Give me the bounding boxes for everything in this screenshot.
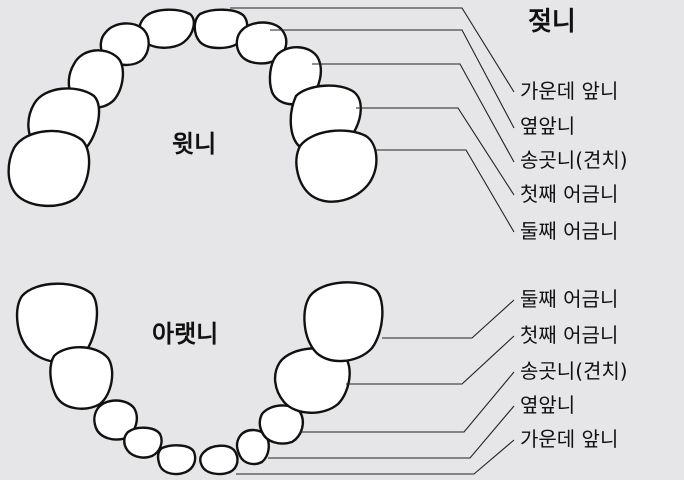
lower-tooth-label: 가운데 앞니: [520, 427, 618, 451]
lower-tooth-label: 옆앞니: [520, 393, 575, 417]
lower-arch: [15, 281, 384, 476]
lower-right-central-incisor: [199, 444, 239, 476]
leader-upper-central-incisor: [230, 7, 515, 93]
lower-leader-lines: [236, 299, 515, 475]
leader-upper-lateral-incisor: [270, 29, 515, 129]
leader-lower-canine: [300, 371, 515, 433]
lower-left-central-incisor: [156, 444, 197, 476]
lower-jaw-label: 아랫니: [152, 320, 218, 348]
leader-lower-central-incisor: [236, 439, 515, 475]
leader-upper-canine: [312, 63, 515, 163]
lower-left-lateral-incisor: [123, 426, 163, 459]
upper-left-second-molar: [7, 129, 91, 208]
upper-tooth-label: 둘째 어금니: [520, 219, 618, 243]
upper-tooth-label: 송곳니(견치): [520, 148, 628, 172]
leader-upper-second-molar: [374, 149, 515, 233]
upper-tooth-label: 옆앞니: [520, 114, 575, 138]
lower-left-first-molar: [49, 346, 114, 410]
leader-lower-second-molar: [382, 299, 515, 339]
lower-right-lateral-incisor: [235, 428, 270, 466]
upper-right-second-molar: [295, 129, 378, 203]
upper-tooth-label: 첫째 어금니: [520, 182, 618, 206]
upper-arch: [7, 8, 378, 208]
lower-right-second-molar: [303, 281, 384, 363]
leader-upper-first-molar: [356, 107, 515, 196]
upper-tooth-labels: 가운데 앞니 옆앞니 송곳니(견치) 첫째 어금니 둘째 어금니: [520, 79, 628, 243]
lower-tooth-label: 송곳니(견치): [520, 359, 628, 383]
leader-lower-first-molar: [346, 335, 515, 385]
upper-leader-lines: [230, 7, 515, 233]
diagram-title: 젖니: [528, 7, 576, 37]
lower-tooth-labels: 둘째 어금니 첫째 어금니 송곳니(견치) 옆앞니 가운데 앞니: [520, 287, 628, 451]
leader-lower-lateral-incisor: [268, 405, 515, 459]
upper-tooth-label: 가운데 앞니: [520, 79, 618, 103]
lower-tooth-label: 둘째 어금니: [520, 287, 618, 311]
upper-jaw-label: 윗니: [172, 130, 216, 158]
lower-tooth-label: 첫째 어금니: [520, 323, 618, 347]
